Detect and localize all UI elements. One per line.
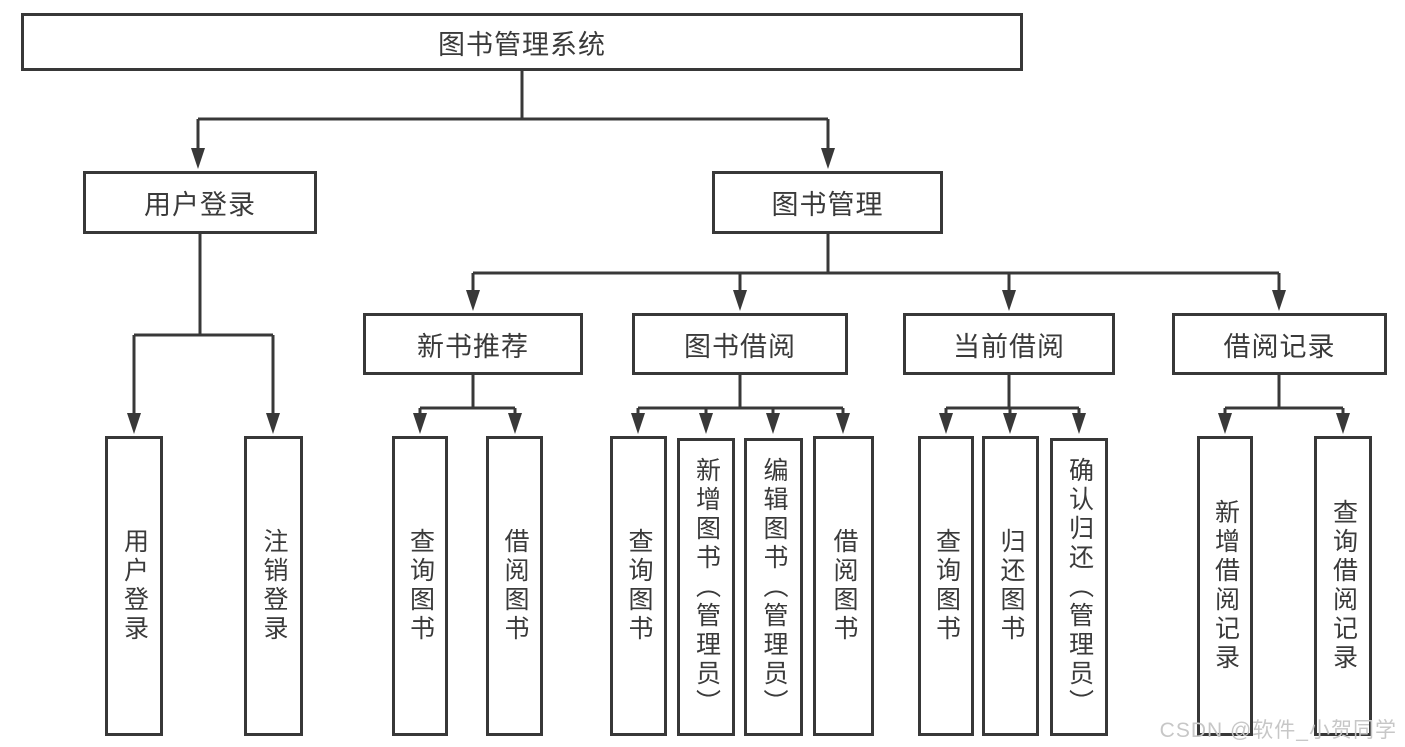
arrowhead — [821, 148, 835, 169]
leaf-bb-add-book-admin-label: 新增图书（管理员） — [692, 456, 721, 718]
leaf-bb-borrow-books: 借阅图书 — [813, 436, 874, 736]
leaf-bb-add-book-admin: 新增图书（管理员） — [677, 438, 735, 736]
node-new-book-recommend-label: 新书推荐 — [417, 331, 529, 362]
leaf-cb-confirm-return-admin: 确认归还（管理员） — [1050, 438, 1108, 736]
leaf-br-query-borrow-record-label: 查询借阅记录 — [1329, 499, 1358, 673]
arrowhead — [939, 413, 953, 434]
leaf-user-login-label: 用户登录 — [120, 528, 149, 644]
connector-user-login-branch — [132, 234, 275, 426]
node-root: 图书管理系统 — [21, 13, 1023, 71]
leaf-bb-edit-book-admin: 编辑图书（管理员） — [744, 438, 803, 736]
arrowhead — [631, 413, 645, 434]
node-borrowing-records: 借阅记录 — [1172, 313, 1387, 375]
node-user-login-label: 用户登录 — [144, 190, 256, 220]
arrowhead — [1002, 290, 1016, 311]
leaf-bb-borrow-books-label: 借阅图书 — [830, 528, 858, 644]
leaf-bb-query-books: 查询图书 — [610, 436, 667, 736]
connector-root-to-level2 — [196, 70, 830, 162]
leaf-nb-borrow-books: 借阅图书 — [486, 436, 543, 736]
leaf-user-login: 用户登录 — [105, 436, 163, 736]
node-new-book-recommend: 新书推荐 — [363, 313, 583, 375]
connector-lines — [132, 70, 1345, 426]
leaf-cb-return-books: 归还图书 — [982, 436, 1039, 736]
node-book-management: 图书管理 — [712, 171, 943, 234]
connector-book-borrowing-branch — [636, 374, 845, 426]
arrowhead — [413, 413, 427, 434]
arrowhead — [1003, 413, 1017, 434]
leaf-cb-return-books-label: 归还图书 — [997, 528, 1025, 644]
arrowhead — [191, 148, 205, 169]
leaf-bb-query-books-label: 查询图书 — [625, 528, 653, 644]
leaf-cb-query-books-label: 查询图书 — [932, 528, 961, 644]
connector-borrowing-records-branch — [1223, 374, 1345, 426]
node-book-borrowing: 图书借阅 — [632, 313, 848, 375]
arrowhead — [1336, 413, 1350, 434]
arrowhead — [466, 290, 480, 311]
node-borrowing-records-label: 借阅记录 — [1223, 331, 1336, 362]
arrowhead — [1272, 290, 1286, 311]
leaf-nb-query-books-label: 查询图书 — [406, 528, 435, 644]
leaf-cb-query-books: 查询图书 — [918, 436, 974, 736]
watermark-text: CSDN @软件_小贺同学 — [1159, 719, 1397, 742]
connector-book-management-branch — [471, 234, 1281, 303]
leaf-logout-label: 注销登录 — [260, 528, 288, 644]
arrowhead — [266, 413, 280, 434]
node-current-borrowing-label: 当前借阅 — [953, 331, 1065, 362]
connector-new-book-branch — [418, 374, 517, 426]
leaf-br-add-borrow-record: 新增借阅记录 — [1197, 436, 1253, 736]
node-user-login: 用户登录 — [83, 171, 317, 234]
arrowhead — [1072, 413, 1086, 434]
arrowhead — [508, 413, 522, 434]
node-book-borrowing-label: 图书借阅 — [684, 331, 796, 362]
arrowhead — [733, 290, 747, 311]
leaf-nb-query-books: 查询图书 — [392, 436, 448, 736]
arrowhead — [836, 413, 850, 434]
leaf-cb-confirm-return-admin-label: 确认归还（管理员） — [1065, 456, 1094, 718]
node-current-borrowing: 当前借阅 — [903, 313, 1115, 375]
arrowhead — [127, 413, 141, 434]
leaf-br-add-borrow-record-label: 新增借阅记录 — [1211, 499, 1240, 673]
leaf-bb-edit-book-admin-label: 编辑图书（管理员） — [760, 456, 788, 718]
leaf-br-query-borrow-record: 查询借阅记录 — [1314, 436, 1372, 736]
arrowhead — [699, 413, 713, 434]
node-book-management-label: 图书管理 — [771, 190, 884, 220]
arrowhead — [1218, 413, 1232, 434]
arrowhead — [766, 413, 780, 434]
leaf-logout: 注销登录 — [244, 436, 303, 736]
leaf-nb-borrow-books-label: 借阅图书 — [501, 528, 529, 644]
node-root-label: 图书管理系统 — [438, 29, 606, 60]
arrowheads — [127, 148, 1350, 434]
